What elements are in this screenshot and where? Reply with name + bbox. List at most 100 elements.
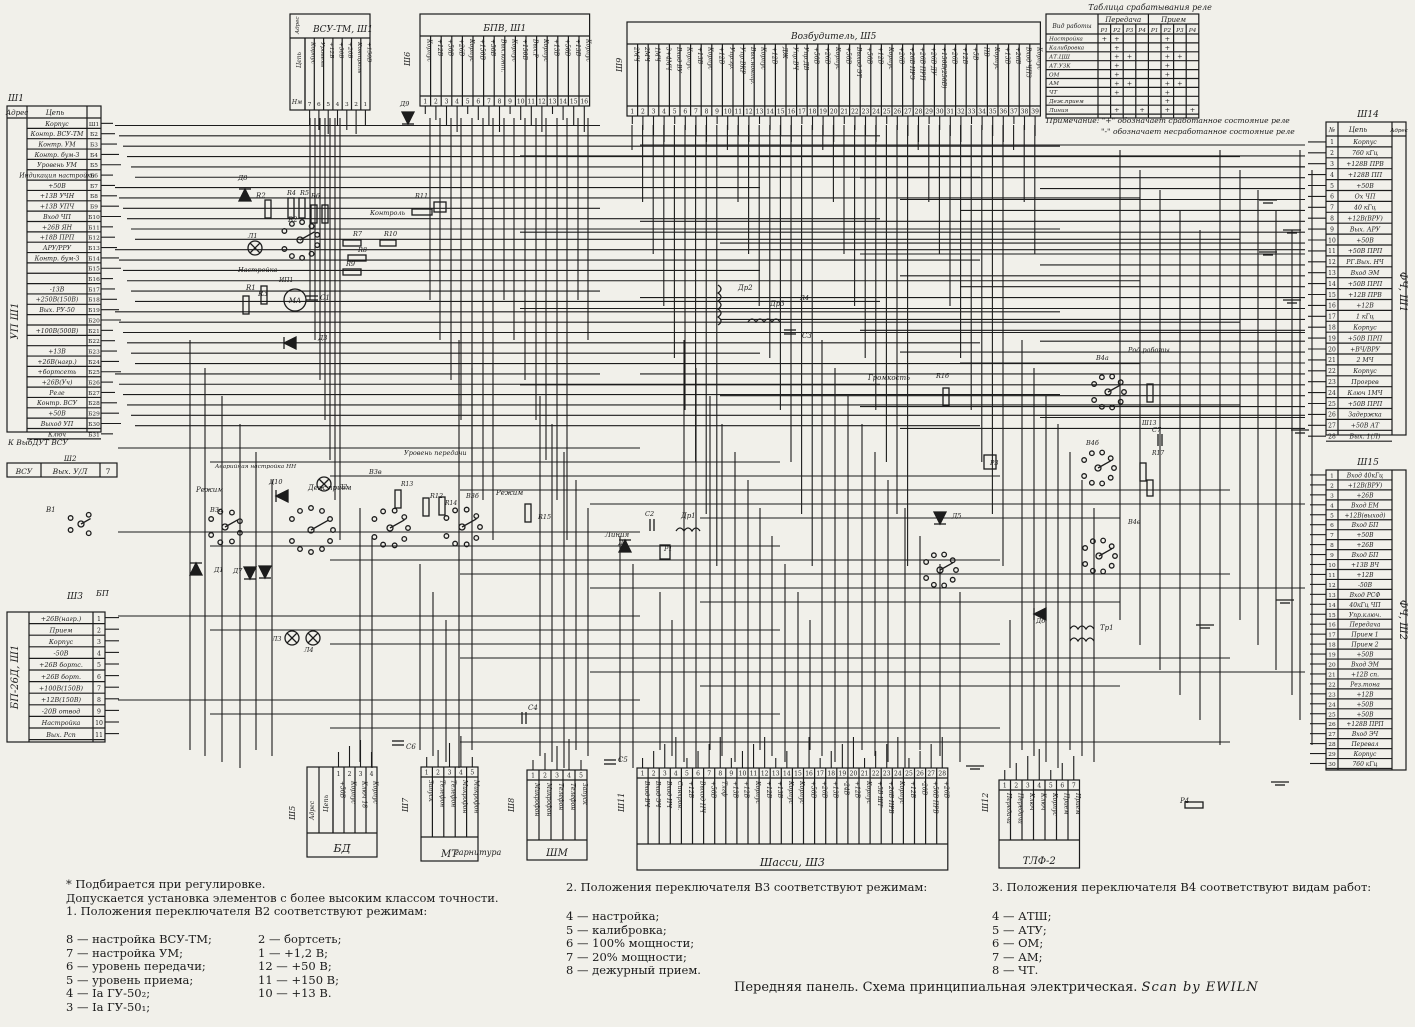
switch-contact	[1109, 404, 1116, 411]
diode-symbol	[617, 538, 633, 553]
connector-vsu-tm-pin: 6	[317, 102, 321, 108]
connector-sh3-circuit: Настройка	[41, 719, 81, 727]
connector-chassis-title: Шасси, Ш3	[759, 856, 825, 869]
relay-table-mode: ЧТ	[1049, 90, 1058, 96]
connector-sh1-pin: Б5	[90, 163, 98, 169]
connector-sh15-pin: 12	[1328, 583, 1336, 589]
connector-vozb-circuit: +26В	[951, 47, 958, 65]
connector-sh15-pin: 10	[1328, 563, 1336, 569]
switch-contact	[288, 220, 295, 227]
switch-wiper	[939, 562, 954, 571]
switch-contact	[473, 535, 480, 541]
connector-vozb-pin: 27	[904, 109, 912, 116]
connector-sh15-pin: 24	[1328, 702, 1336, 708]
connector-sh14-pin: 11	[1328, 248, 1336, 255]
connector-chassis-pin: 17	[816, 771, 824, 778]
connector-chassis-pin: 13	[772, 771, 780, 778]
connector-sh14-pin: 5	[1330, 183, 1334, 190]
label-r4: R4	[286, 189, 296, 197]
relay-table-col: Р3	[1125, 28, 1134, 34]
label-ma: МА	[288, 297, 301, 305]
label-d1: Д1	[213, 566, 223, 574]
connector-sh3-pin: 8	[97, 697, 101, 704]
resistor-symbol	[524, 503, 532, 523]
connector-sh15-circuit: +12В	[1356, 572, 1374, 579]
label-nastroika: Настройка	[237, 266, 277, 274]
vsu-output-frame	[6, 462, 118, 478]
label-vsu-code: Ш2	[63, 455, 77, 463]
resistor-symbol	[438, 496, 446, 516]
label-d4: Д4	[617, 539, 627, 547]
switch-contact	[1098, 403, 1105, 410]
connector-vozb-circuit: Корпус	[707, 46, 714, 70]
label-v4b: В4б	[1085, 439, 1099, 447]
connector-sh15-pin: 16	[1328, 623, 1336, 629]
switch-contact	[1117, 398, 1124, 405]
connector-vsu-tm-circuit: +12В	[328, 42, 334, 59]
relay-table-title: Таблица срабатывания реле	[1088, 3, 1212, 12]
relay-table-cell: +	[1114, 62, 1119, 70]
connector-sh1-pin: Б23	[88, 349, 100, 355]
connector-sh14-circuit: +50В ПРП	[1348, 401, 1383, 408]
connector-sh3-pin: 9	[97, 709, 101, 716]
connector-vozb-circuit: Вход ВУ	[675, 46, 682, 74]
relay-table-cell: +	[1114, 35, 1119, 43]
connector-sh15-circuit: +26В	[1356, 492, 1374, 499]
resistor-symbol	[1184, 801, 1204, 809]
connector-bpv-circuit: Корпус	[468, 38, 475, 62]
connector-sh1-pin: Б27	[88, 391, 100, 397]
connector-sh1-pin: Ш1	[89, 122, 99, 128]
connector-sh15-circuit: Корпус	[1353, 751, 1377, 758]
connector-tlf-pin: 6	[1060, 783, 1064, 790]
connector-tlf-circuit: Передача	[1005, 792, 1012, 824]
connector-sh14-pin: 25	[1328, 401, 1336, 408]
label-v4a: В4а	[1095, 354, 1109, 362]
lamp-symbol	[247, 240, 263, 256]
resistor-symbol	[342, 268, 362, 276]
switch-contact	[371, 534, 378, 540]
connector-sh15-circuit: Вход ЕМ	[1350, 502, 1379, 509]
connector-bpv-pin: 1	[423, 99, 427, 106]
relay-table-cell: +	[1165, 106, 1170, 114]
connector-vozb-pin: 24	[872, 109, 880, 116]
switch-contact	[85, 530, 92, 537]
connector-vozb-pin: 33	[968, 109, 976, 116]
connector-vozb-circuit: Корпус	[993, 46, 1000, 70]
connector-vozb-pin: 9	[715, 109, 719, 116]
relay-table-col: Р2	[1163, 28, 1172, 34]
connector-vsu-tm-pin: 5	[326, 102, 330, 108]
connector-sh1-pin: Б18	[88, 298, 100, 304]
switch-contact	[288, 538, 295, 544]
connector-sh3-circuit: -20В отвод	[42, 708, 81, 716]
connector-sh1-circuit: -13В	[50, 286, 65, 293]
connector-bpv-pin: 4	[455, 99, 459, 106]
connector-sh15-pin: 23	[1328, 692, 1336, 698]
connector-sh14-circuit: Вход ЭМ	[1350, 270, 1380, 277]
connector-sh1-circuit: Контр. УМ	[37, 141, 76, 148]
connector-sh14-pin: 17	[1328, 314, 1336, 321]
connector-mt-pin: 4	[459, 770, 463, 777]
connector-tlf-circuit: Прием	[1062, 792, 1069, 814]
connector-sh3-name: Ш3	[66, 592, 83, 602]
connector-vozb-pin: 14	[766, 109, 774, 116]
relay-table-cell: +	[1165, 35, 1170, 43]
connector-sh1-circuit: Вых. РУ-50	[38, 307, 75, 314]
connector-sh15-circuit: +12В(ВРУ)	[1348, 482, 1383, 489]
connector-chassis-sub: Ш11	[617, 793, 626, 813]
connector-sh15-pin: 1	[1330, 473, 1334, 479]
connector-sh3-pin: 6	[97, 674, 101, 681]
switch-contact	[288, 516, 295, 522]
switch-contact	[299, 219, 306, 226]
switch-contact	[1088, 479, 1095, 486]
connector-bpv-pin: 5	[466, 99, 470, 106]
relay-table-cell: +	[1139, 106, 1144, 114]
connector-sh3-pin: 2	[97, 627, 101, 634]
connector-sh15-pin: 22	[1328, 682, 1336, 688]
connector-sh15-circuit: +50В	[1356, 711, 1374, 718]
connector-sh1-pin: Б31	[88, 432, 100, 438]
connector-mt-sub: Ш7	[401, 797, 410, 813]
connector-bd-sub: Ш5	[288, 806, 297, 821]
relay-table-group: Передача	[1104, 16, 1141, 24]
connector-bpv-circuit: Вых.конт.	[500, 38, 507, 72]
connector-mt-circuit: Телефон	[438, 780, 445, 807]
